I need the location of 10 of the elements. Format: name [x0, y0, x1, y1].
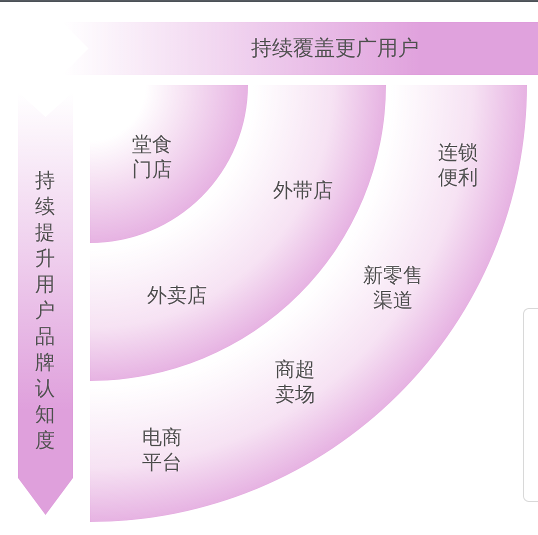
channel-label: 商超卖场: [274, 357, 316, 407]
arrow-label: 持续覆盖更广用户: [250, 36, 420, 60]
arrow-label: 持续提升用户品牌认知度: [34, 167, 56, 453]
channel-label: 堂食门店: [131, 132, 173, 182]
channel-label: 外卖店: [146, 282, 208, 308]
channel-label: 新零售渠道: [362, 263, 424, 313]
channel-label: 外带店: [272, 178, 334, 202]
card: [523, 308, 538, 502]
channel-label: 连锁便利: [437, 140, 479, 190]
channel-label: 电商平台: [141, 425, 183, 475]
